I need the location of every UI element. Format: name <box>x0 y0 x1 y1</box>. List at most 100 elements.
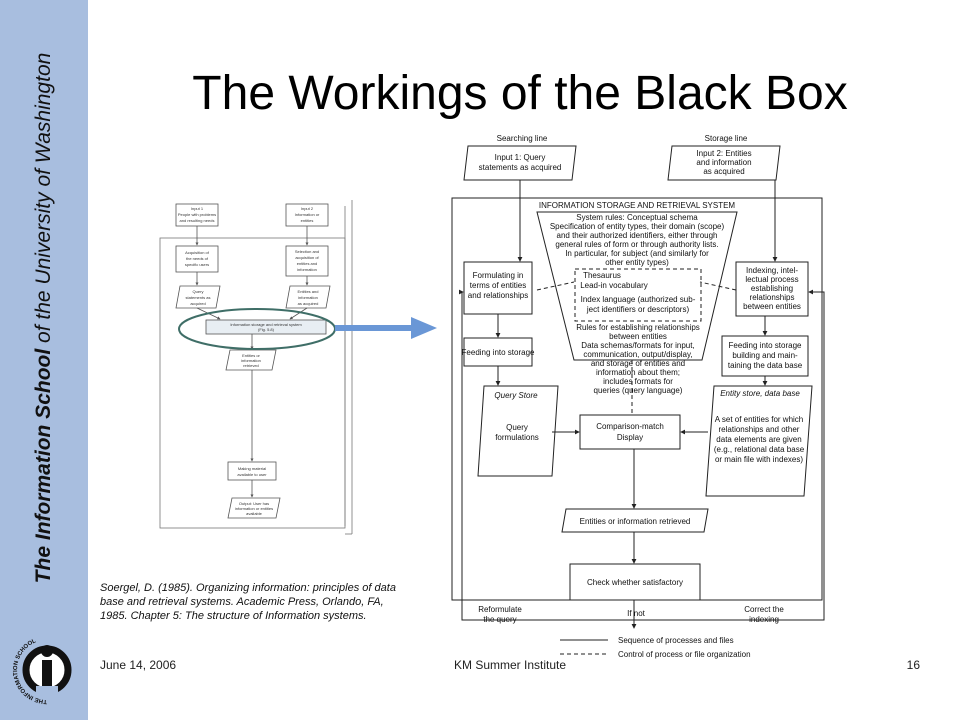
big-comp-l0: Comparison-match <box>596 422 664 431</box>
big-rules-l4: In particular, for subject (and similarl… <box>565 249 709 258</box>
big-qf-l1: formulations <box>495 433 539 442</box>
big-thes-l2: Index language (authorized sub- <box>581 295 696 304</box>
small-mak-l1: available to user <box>237 472 267 477</box>
big-qf-l0: Query <box>506 423 528 432</box>
small-making <box>227 461 277 481</box>
big-query-store-label: Query Store <box>494 391 538 400</box>
ischool-wordmark: The Information School of the University… <box>24 18 64 618</box>
small-system-frame <box>159 237 346 529</box>
wordmark-information-school: Information School <box>32 348 55 541</box>
big-rel-l7: queries (query language) <box>594 386 683 395</box>
small-sys-l0: Information storage and retrieval system <box>230 322 302 327</box>
slide-title: The Workings of the Black Box <box>192 67 848 120</box>
small-ret-l0: Entities or <box>242 353 260 358</box>
big-rel-l5: information about them; <box>596 368 680 377</box>
big-rel-l0: Rules for establishing relationships <box>576 323 700 332</box>
small-query <box>175 285 221 309</box>
big-rules-l5: other entity types) <box>605 258 669 267</box>
footer-date: June 14, 2006 <box>100 658 177 672</box>
big-feeding-storage-box <box>463 337 533 367</box>
big-indexing-box <box>735 261 809 317</box>
big-build-l0: Feeding into storage <box>729 341 802 350</box>
small-sel-l1: acquisition of <box>295 255 319 260</box>
big-thes-l3: ject identifiers or descriptors) <box>586 305 690 314</box>
small-out-l1: information or entities <box>235 506 273 511</box>
big-in2-l2: as acquired <box>703 167 744 176</box>
footer-center: KM Summer Institute <box>453 658 567 672</box>
big-rel-l1: between entities <box>609 332 667 341</box>
big-storage-line: Storage line <box>705 134 748 143</box>
big-searching-line: Searching line <box>497 134 548 143</box>
big-idx-l4: between entities <box>743 302 801 311</box>
small-acq-l0: Acquisition of <box>185 250 210 255</box>
big-feeding-building-box <box>721 335 809 377</box>
big-if-not: If not <box>627 609 646 618</box>
big-correct-l1: indexing <box>749 615 779 624</box>
legend-dashed-label: Control of process or file organization <box>618 650 751 659</box>
small-ent-l1: information <box>298 295 318 300</box>
small-acq-l2: specific users <box>185 262 209 267</box>
big-query-store <box>477 385 559 477</box>
wordmark-university: University of Washington <box>32 52 55 285</box>
big-idx-l3: relationships <box>750 293 795 302</box>
big-funnel <box>536 211 738 361</box>
small-input2-l1: Information or <box>295 212 320 217</box>
big-in2-l1: and information <box>696 158 751 167</box>
big-in1-l1: statements as acquired <box>479 163 562 172</box>
small-ent-l2: as acquired <box>298 301 319 306</box>
small-flowchart: Input 1 People with problems and resulti… <box>159 200 353 535</box>
big-form-l0: Formulating in <box>473 271 524 280</box>
big-input2 <box>667 145 781 181</box>
big-es-l4: or main file with indexes) <box>715 455 803 464</box>
big-form-l2: and relationships <box>468 291 528 300</box>
connector-arrow-head-icon <box>411 317 437 339</box>
big-thesaurus-box <box>574 268 702 322</box>
small-out-l0: Output: User has <box>239 501 269 506</box>
big-feed-l0: Feeding into storage <box>462 348 535 357</box>
big-in2-l0: Input 2: Entities <box>696 149 751 158</box>
big-es-l3: (e.g., relational data base <box>714 445 805 454</box>
big-idx-l2: establishing <box>751 284 793 293</box>
small-ret-l2: retrieved <box>243 363 259 368</box>
small-out-l2: available <box>246 511 263 516</box>
small-entities <box>285 285 331 309</box>
big-build-l2: taining the data base <box>728 361 803 370</box>
small-acquisition <box>175 245 219 273</box>
big-check-label: Check whether satisfactory <box>587 578 683 587</box>
small-query-l1: statements as <box>186 295 211 300</box>
small-input1-l2: and resulting needs <box>180 218 215 223</box>
big-correct-l0: Correct the <box>744 605 784 614</box>
big-rules-l0: System rules: Conceptual schema <box>576 213 698 222</box>
footer-page-number: 16 <box>906 658 920 672</box>
big-comparison-box <box>579 414 681 450</box>
big-rel-l6: includes formats for <box>603 377 673 386</box>
highlight-ellipse <box>178 308 336 350</box>
big-formulating-box <box>463 261 533 315</box>
small-retrieved <box>225 349 277 371</box>
highlight-overlay <box>178 308 437 350</box>
big-input1 <box>463 145 577 181</box>
small-system-box <box>205 319 327 335</box>
big-reform-l0: Reformulate <box>478 605 522 614</box>
big-rules-l3: general rules of form or through authori… <box>555 240 718 249</box>
small-sel-l3: information <box>297 267 317 272</box>
sidebar-band: The Information School of the University… <box>0 0 88 720</box>
big-idx-l1: lectual process <box>745 275 798 284</box>
big-entity-store-label: Entity store, data base <box>720 389 800 398</box>
small-input2-l0: Input 2 <box>301 206 314 211</box>
small-sys-l1: (Fig. 5.8) <box>258 327 275 332</box>
small-input1-l0: Input 1 <box>191 206 204 211</box>
wordmark-the: The <box>32 545 55 584</box>
big-in1-l0: Input 1: Query <box>495 153 546 162</box>
small-input2-l2: entities <box>301 218 314 223</box>
big-rel-l3: communication, output/display, <box>583 350 692 359</box>
big-thes-l1: Lead-in vocabulary <box>580 281 648 290</box>
big-idx-l0: Indexing, intel- <box>746 266 798 275</box>
big-comp-l1: Display <box>617 433 643 442</box>
small-output <box>227 497 281 519</box>
small-query-l2: acquired <box>190 301 205 306</box>
big-reform-l1: the query <box>483 615 516 624</box>
big-legend: Sequence of processes and files Control … <box>560 636 751 659</box>
big-rel-l2: Data schemas/formats for input, <box>581 341 694 350</box>
big-build-l1: building and main- <box>732 351 798 360</box>
